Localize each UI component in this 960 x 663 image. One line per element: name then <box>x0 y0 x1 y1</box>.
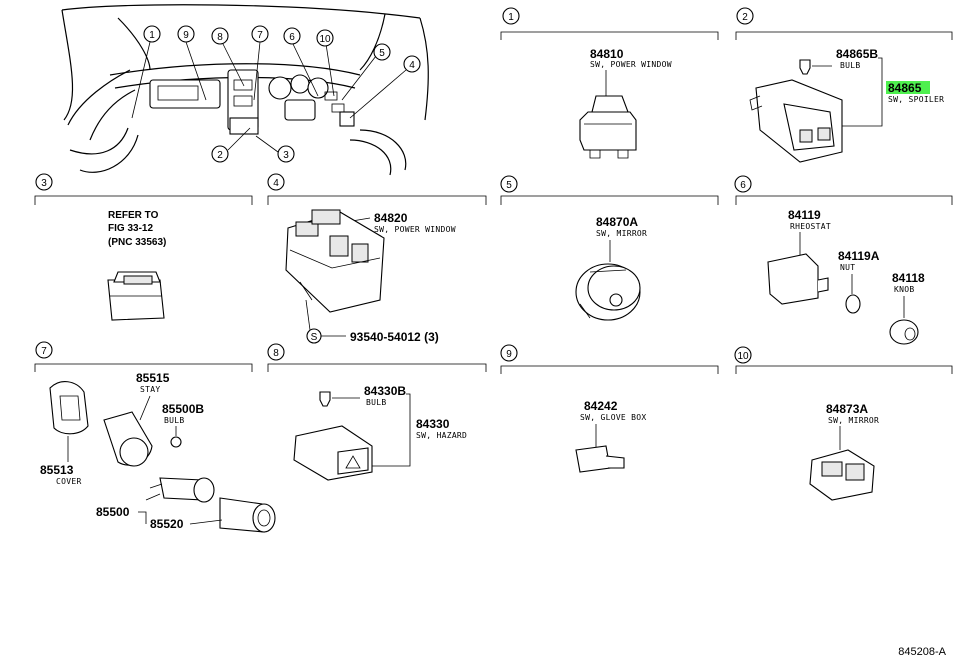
section-8: 8 84330B BULB 84330 SW, HAZARD <box>267 343 487 481</box>
svg-text:8: 8 <box>217 32 223 43</box>
lighter-socket-drawing <box>149 477 215 503</box>
bulb-85500B-drawing <box>170 436 182 448</box>
svg-text:SW, SPOILER: SW, SPOILER <box>888 95 944 104</box>
section-2: 2 84865B BULB 84865 SW, SPOILER <box>735 7 953 163</box>
nut-drawing <box>845 294 861 314</box>
svg-text:5: 5 <box>379 48 385 59</box>
svg-text:10: 10 <box>737 351 749 362</box>
svg-text:REFER TO: REFER TO <box>108 210 159 221</box>
svg-text:SW, MIRROR: SW, MIRROR <box>596 229 647 238</box>
svg-text:7: 7 <box>41 346 47 357</box>
svg-text:(PNC 33563): (PNC 33563) <box>108 237 166 248</box>
section-4: 4 84820 SW, POWER WINDOW S 93540-54012 (… <box>267 173 487 344</box>
part-85515: 85515 <box>136 371 170 385</box>
overview-callout-10: 10 <box>316 29 334 47</box>
part-85513: 85513 <box>40 463 74 477</box>
svg-text:FIG 33-12: FIG 33-12 <box>108 223 153 234</box>
overview-callout-2: 2 <box>211 145 229 163</box>
mirror-switch-10-drawing <box>809 449 875 501</box>
overview-callout-5: 5 <box>373 43 391 61</box>
svg-text:SW, POWER WINDOW: SW, POWER WINDOW <box>590 60 672 69</box>
overview-callout-3: 3 <box>277 145 295 163</box>
part-84119: 84119 <box>788 208 821 222</box>
part-85520: 85520 <box>150 517 184 531</box>
dashboard-overview: 1 9 8 7 6 10 5 4 2 3 <box>61 4 429 176</box>
section-9: 9 84242 SW, GLOVE BOX <box>500 344 719 473</box>
svg-text:8: 8 <box>273 348 279 359</box>
glove-box-switch-drawing <box>575 445 625 473</box>
svg-text:STAY: STAY <box>140 385 160 394</box>
svg-text:6: 6 <box>740 180 746 191</box>
svg-text:COVER: COVER <box>56 477 82 486</box>
svg-text:RHEOSTAT: RHEOSTAT <box>790 222 831 231</box>
svg-text:3: 3 <box>283 150 289 161</box>
part-84820: 84820 <box>374 211 408 225</box>
part-84118: 84118 <box>892 271 925 285</box>
part-93540-54012: 93540-54012 (3) <box>350 330 439 344</box>
part-84119A: 84119A <box>838 249 880 263</box>
spoiler-switch-drawing <box>749 79 843 163</box>
power-window-master-switch-drawing <box>285 209 385 313</box>
svg-text:6: 6 <box>289 32 295 43</box>
svg-text:NUT: NUT <box>840 263 855 272</box>
part-84810: 84810 <box>590 47 624 61</box>
svg-text:S: S <box>311 332 318 343</box>
section-5: 5 84870A SW, MIRROR <box>500 175 719 321</box>
overview-callout-8: 8 <box>211 27 229 45</box>
rheostat-drawing <box>767 253 829 305</box>
section-10: 10 84873A SW, MIRROR <box>734 346 953 501</box>
svg-text:1: 1 <box>508 12 514 23</box>
svg-text:BULB: BULB <box>164 416 184 425</box>
overview-callout-1: 1 <box>143 25 161 43</box>
knob-drawing <box>889 319 919 345</box>
svg-text:KNOB: KNOB <box>894 285 914 294</box>
part-85500B: 85500B <box>162 402 204 416</box>
svg-text:5: 5 <box>506 180 512 191</box>
svg-text:2: 2 <box>217 150 223 161</box>
svg-text:9: 9 <box>183 30 189 41</box>
svg-text:SW, HAZARD: SW, HAZARD <box>416 431 467 440</box>
svg-text:BULB: BULB <box>366 398 386 407</box>
svg-text:4: 4 <box>273 178 279 189</box>
svg-text:9: 9 <box>506 349 512 360</box>
svg-text:BULB: BULB <box>840 61 860 70</box>
svg-text:10: 10 <box>319 34 331 45</box>
hazard-bulb-drawing <box>319 391 331 407</box>
svg-text:3: 3 <box>41 178 47 189</box>
part-84330B: 84330B <box>364 384 406 398</box>
svg-text:2: 2 <box>742 12 748 23</box>
section-6: 6 84119 RHEOSTAT 84119A NUT 84118 KNOB <box>734 175 953 345</box>
overview-callout-9: 9 <box>177 25 195 43</box>
section-3: 3 REFER TO FIG 33-12 (PNC 33563) <box>34 173 253 321</box>
svg-text:1: 1 <box>149 30 155 41</box>
part-84870A: 84870A <box>596 215 638 229</box>
overview-callout-6: 6 <box>283 27 301 45</box>
referred-switch-drawing <box>107 271 165 321</box>
svg-text:7: 7 <box>257 30 263 41</box>
cover-85513-drawing <box>49 381 89 435</box>
highlight-84865 <box>886 81 930 94</box>
svg-text:SW, MIRROR: SW, MIRROR <box>828 416 879 425</box>
part-84242: 84242 <box>584 399 618 413</box>
part-85500: 85500 <box>96 505 130 519</box>
stay-85515-drawing <box>103 411 153 467</box>
part-84865B: 84865B <box>836 47 878 61</box>
lighter-knob-drawing <box>219 497 276 533</box>
overview-callout-7: 7 <box>251 25 269 43</box>
section-7: 7 85515 STAY 85500B BULB 85513 COVER <box>34 341 276 533</box>
svg-text:SW, POWER WINDOW: SW, POWER WINDOW <box>374 225 456 234</box>
part-84330: 84330 <box>416 417 450 431</box>
part-84873A: 84873A <box>826 402 868 416</box>
power-window-switch-1-drawing <box>579 95 637 159</box>
diagram-code: 845208-A <box>898 646 946 658</box>
hazard-switch-drawing <box>293 425 373 481</box>
mirror-switch-5-drawing <box>575 263 641 321</box>
svg-text:4: 4 <box>409 60 415 71</box>
screw-mark: S <box>306 328 322 344</box>
part-84865: 84865 <box>888 81 922 95</box>
overview-callout-4: 4 <box>403 55 421 73</box>
svg-text:SW, GLOVE BOX: SW, GLOVE BOX <box>580 413 647 422</box>
section-1: 1 84810 SW, POWER WINDOW <box>500 7 719 159</box>
